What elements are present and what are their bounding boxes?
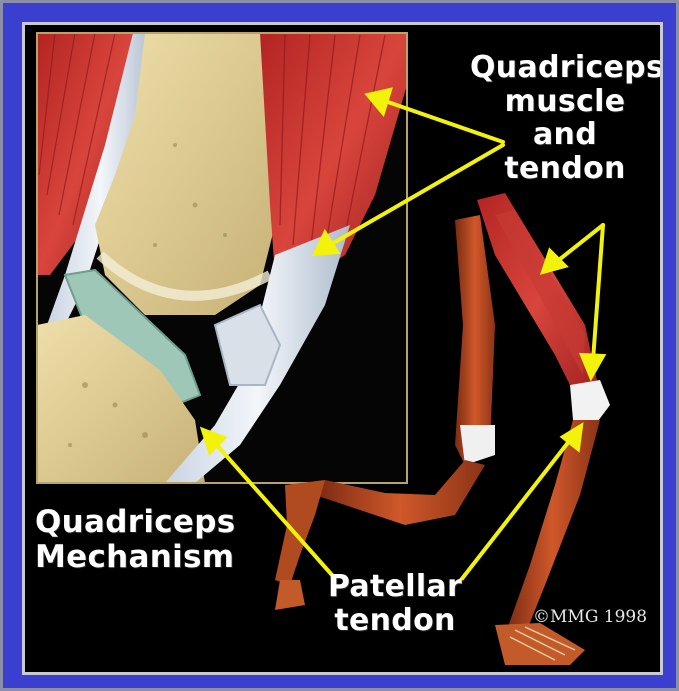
quadriceps-thigh [477, 193, 600, 405]
label-quadriceps-muscle-and-tendon: Quadriceps muscle and tendon [470, 51, 660, 185]
diagram-canvas: Quadriceps muscle and tendon Quadriceps … [22, 22, 663, 675]
label-line: and [470, 118, 660, 152]
label-line: tendon [470, 152, 660, 186]
label-line: Mechanism [35, 540, 225, 575]
label-line: Patellar [320, 570, 470, 604]
label-line: muscle [470, 85, 660, 119]
copyright-notice: ©MMG 1998 [533, 607, 647, 627]
label-patellar-tendon: Patellar tendon [320, 570, 470, 637]
label-line: Quadriceps [35, 505, 225, 540]
label-quadriceps-mechanism: Quadriceps Mechanism [35, 505, 225, 574]
label-line: Quadriceps [470, 51, 660, 85]
label-line: tendon [320, 604, 470, 638]
knee-closeup [37, 33, 407, 483]
